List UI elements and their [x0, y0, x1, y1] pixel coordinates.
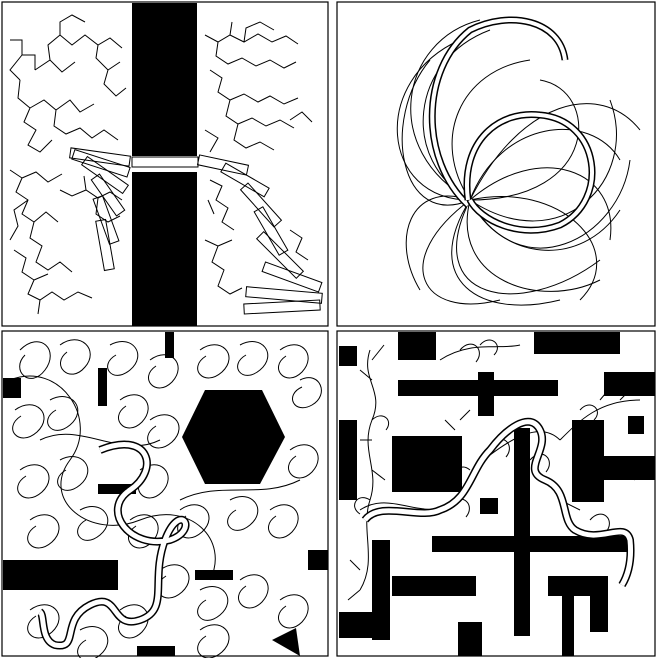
obstacle-p	[392, 576, 476, 596]
obstacle-u	[458, 622, 482, 656]
obstacle-t	[339, 612, 373, 638]
obstacle-c	[534, 332, 620, 354]
obstacle-right-block	[308, 550, 328, 570]
obstacle-a	[339, 346, 357, 366]
obstacle-m	[514, 428, 530, 636]
obstacle-g	[339, 420, 357, 500]
obstacle-l	[480, 498, 498, 514]
obstacle-j	[604, 456, 655, 480]
obstacle-top-notch	[165, 332, 174, 358]
obstacle-k	[628, 416, 644, 434]
obstacle-i	[572, 420, 604, 502]
obstacle-thin-bar	[98, 368, 107, 406]
obstacle-r	[562, 596, 574, 656]
obstacle-q	[548, 576, 608, 596]
obstacle-s	[590, 596, 608, 632]
panel-top-right-frame	[337, 2, 655, 326]
obstacle-h	[392, 436, 462, 492]
panel-bottom-left-frame	[2, 331, 328, 656]
obstacle-d	[604, 372, 655, 396]
obstacle-left-block	[3, 378, 21, 398]
obstacle-wall-upper	[132, 3, 197, 156]
obstacle-f	[478, 372, 494, 416]
obstacle-wall-lower	[132, 172, 197, 326]
obstacle-b	[398, 332, 436, 360]
obstacle-bottom-left-bar	[3, 560, 118, 590]
obstacle-o	[372, 540, 390, 640]
obstacle-bottom-bar	[137, 646, 175, 656]
obstacle-mid-bar	[195, 570, 233, 580]
